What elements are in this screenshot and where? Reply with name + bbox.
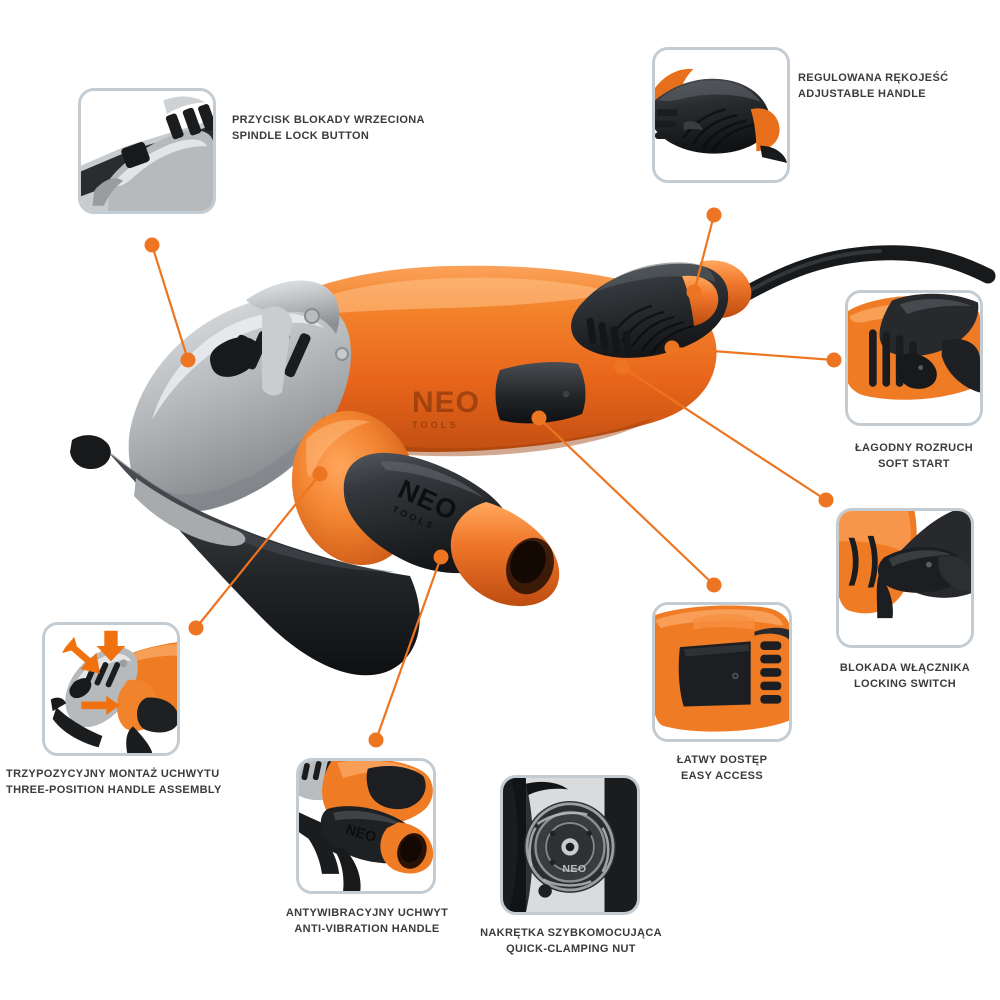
caption-three-position-handle: TRZYPOZYCYJNY MONTAŻ UCHWYTU THREE-POSIT…: [6, 766, 222, 798]
caption-line-en: LOCKING SWITCH: [853, 678, 957, 690]
caption-quick-clamping-nut: NAKRĘTKA SZYBKOMOCUJĄCA QUICK-CLAMPING N…: [480, 925, 662, 957]
spindle-lock-thumb: [81, 91, 213, 211]
head-bracket: [246, 280, 340, 334]
switch-pin: [926, 561, 932, 568]
head-bolt: [304, 308, 320, 324]
caption-line-pl: REGULOWANA RĘKOJEŚĆ: [798, 72, 949, 84]
caption-easy-access: ŁATWY DOSTĘP EASY ACCESS: [642, 752, 802, 784]
caption-line-pl: BLOKADA WŁĄCZNIKA: [839, 662, 971, 674]
three-position-handle-thumb: [45, 625, 177, 753]
adjustable-handle-thumb: [655, 50, 787, 180]
body-logo: NEO TOOLS: [412, 386, 480, 430]
caption-adjustable-handle: REGULOWANA RĘKOJEŚĆ ADJUSTABLE HANDLE: [798, 70, 948, 102]
access-cover-plate: [678, 641, 751, 707]
spindle-lock-button: [210, 337, 259, 377]
caption-line-pl: ŁAGODNY ROZRUCH: [854, 442, 974, 454]
caption-line-en: ADJUSTABLE HANDLE: [798, 88, 926, 100]
caption-spindle-lock: PRZYCISK BLOKADY WRZECIONA SPINDLE LOCK …: [232, 112, 425, 144]
grip-texture: [610, 304, 695, 354]
caption-line-pl: PRZYCISK BLOKADY WRZECIONA: [232, 114, 425, 126]
anti-vibration-handle-thumb: NEO: [299, 761, 433, 891]
caption-line-en: THREE-POSITION HANDLE ASSEMBLY: [6, 784, 222, 796]
caption-line-en: SOFT START: [878, 458, 950, 470]
caption-line-pl: NAKRĘTKA SZYBKOMOCUJĄCA: [480, 927, 662, 939]
caption-line-en: QUICK-CLAMPING NUT: [506, 943, 636, 955]
soft-start-thumb: [848, 293, 980, 423]
thumbnail-three-position-handle[interactable]: [42, 622, 180, 756]
head-bolt-2: [335, 347, 349, 361]
easy-access-thumb: [655, 605, 789, 739]
svg-text:TOOLS: TOOLS: [412, 420, 459, 430]
caption-anti-vibration-handle: ANTYWIBRACYJNY UCHWYT ANTI-VIBRATION HAN…: [272, 905, 462, 937]
cover-screw: [562, 390, 570, 398]
spindle-lock-button-thumb: [121, 142, 150, 169]
nut-brand-text: NEO: [562, 863, 586, 875]
thumbnail-soft-start[interactable]: [845, 290, 983, 426]
quick-clamping-nut-thumb: NEO: [503, 778, 637, 912]
locking-switch-thumb: [839, 511, 971, 645]
thumbnail-easy-access[interactable]: [652, 602, 792, 742]
thumbnail-anti-vibration-handle[interactable]: NEO: [296, 758, 436, 894]
caption-line-en: EASY ACCESS: [680, 770, 764, 782]
caption-line-pl: TRZYPOZYCYJNY MONTAŻ UCHWYTU: [6, 768, 220, 780]
caption-soft-start: ŁAGODNY ROZRUCH SOFT START: [845, 440, 983, 472]
thumbnail-quick-clamping-nut[interactable]: NEO: [500, 775, 640, 915]
rear-vents: [586, 317, 633, 358]
guard-tab: [70, 435, 111, 470]
caption-line-en: ANTI-VIBRATION HANDLE: [294, 923, 440, 935]
svg-text:NEO: NEO: [412, 386, 480, 419]
thumbnail-locking-switch[interactable]: [836, 508, 974, 648]
thumbnail-spindle-lock[interactable]: [78, 88, 216, 214]
thumbnail-adjustable-handle[interactable]: [652, 47, 790, 183]
caption-line-pl: ANTYWIBRACYJNY UCHWYT: [285, 907, 449, 919]
brush-access-cover: [495, 362, 586, 424]
caption-line-pl: ŁATWY DOSTĘP: [676, 754, 768, 766]
caption-locking-switch: BLOKADA WŁĄCZNIKA LOCKING SWITCH: [820, 660, 990, 692]
caption-line-en: SPINDLE LOCK BUTTON: [232, 130, 370, 142]
